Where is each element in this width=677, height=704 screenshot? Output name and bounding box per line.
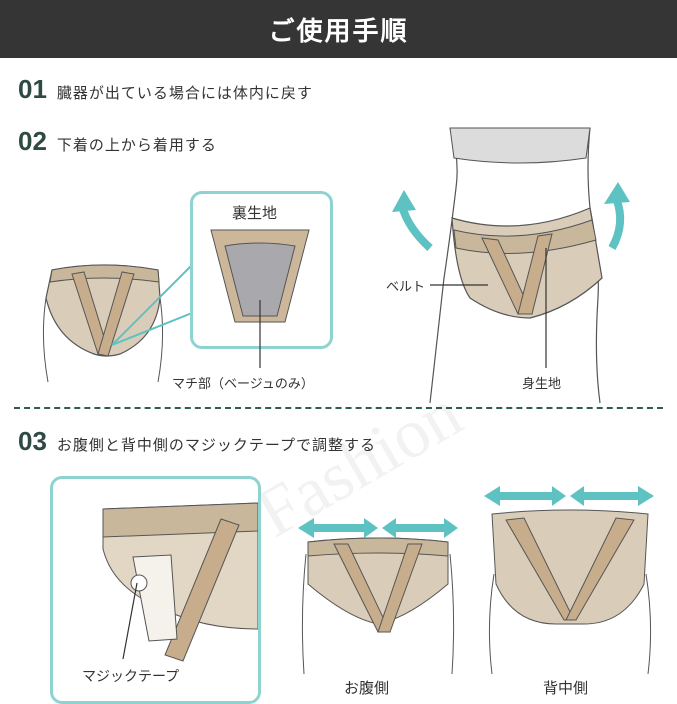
label-onaka-gawa: お腹側 [344, 679, 390, 697]
brief-front-illustration [42, 264, 164, 383]
label-leader-line [259, 300, 261, 368]
label-belt: ベルト [386, 280, 426, 295]
magic-tape-illustration [102, 502, 258, 662]
back-adjust-illustration [484, 486, 654, 675]
wearing-illustration [392, 127, 630, 404]
label-ura-kiji: 裏生地 [232, 204, 278, 222]
page-header: ご使用手順 [0, 0, 677, 58]
step-text: お腹側と背中側のマジックテープで調整する [56, 436, 377, 454]
label-mi-kiji: 身生地 [522, 377, 562, 392]
label-magic-tape: マジックテープ [82, 669, 180, 685]
step-03: 03 お腹側と背中側のマジックテープで調整する [18, 426, 376, 457]
label-machi-bu: マチ部（ベージュのみ） [172, 377, 314, 392]
step-text: 臓器が出ている場合には体内に戻す [56, 84, 313, 102]
step-02: 02 下着の上から着用する [18, 126, 217, 157]
section-divider [14, 407, 663, 409]
label-senaka-gawa: 背中側 [543, 679, 589, 697]
front-adjust-illustration [298, 518, 458, 675]
magic-tape-box [50, 476, 261, 704]
step-text: 下着の上から着用する [56, 136, 217, 154]
page-title: ご使用手順 [268, 16, 409, 47]
step-number: 01 [18, 74, 47, 104]
crotch-detail-illustration [210, 229, 310, 323]
step-number: 03 [18, 426, 47, 456]
callout-lines [111, 264, 193, 346]
step-01: 01 臓器が出ている場合には体内に戻す [18, 74, 313, 105]
step-number: 02 [18, 126, 47, 156]
